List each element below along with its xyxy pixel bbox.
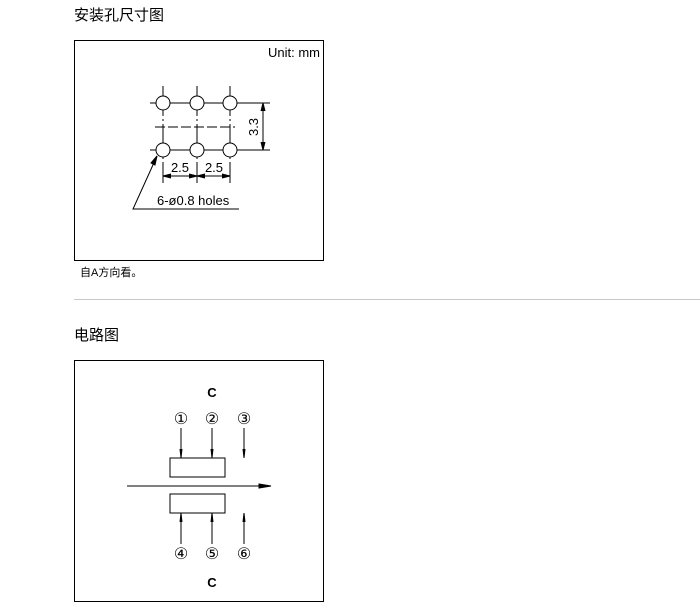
pin-6: ⑥ bbox=[237, 546, 251, 563]
common-top-label: C bbox=[207, 385, 217, 400]
dim-pitch-x1: 2.5 bbox=[171, 160, 189, 175]
circuit-diagram: C ① ② ③ ④ ⑤ ⑥ C bbox=[74, 360, 324, 602]
unit-label: Unit: mm bbox=[268, 45, 320, 60]
view-note: 自A方向看。 bbox=[80, 267, 143, 279]
dim-pitch-x2: 2.5 bbox=[205, 160, 223, 175]
pin-1: ① bbox=[174, 411, 188, 428]
hole-grid bbox=[150, 86, 270, 183]
mounting-hole-diagram: Unit: mm 3.3 2.5 2.5 6-ø0.8 holes bbox=[74, 40, 324, 261]
pin-5: ⑤ bbox=[205, 546, 219, 563]
contact-bottom bbox=[169, 493, 226, 514]
pin-2: ② bbox=[205, 411, 219, 428]
contact-top bbox=[169, 457, 226, 478]
common-bottom-label: C bbox=[207, 575, 217, 590]
section-title-circuit: 电路图 bbox=[74, 327, 120, 344]
pin-3: ③ bbox=[237, 411, 251, 428]
divider bbox=[74, 299, 700, 300]
section-title-mounting: 安装孔尺寸图 bbox=[74, 7, 165, 24]
holes-label: 6-ø0.8 holes bbox=[157, 193, 230, 208]
dim-pitch-y: 3.3 bbox=[246, 118, 261, 136]
pin-4: ④ bbox=[174, 546, 188, 563]
